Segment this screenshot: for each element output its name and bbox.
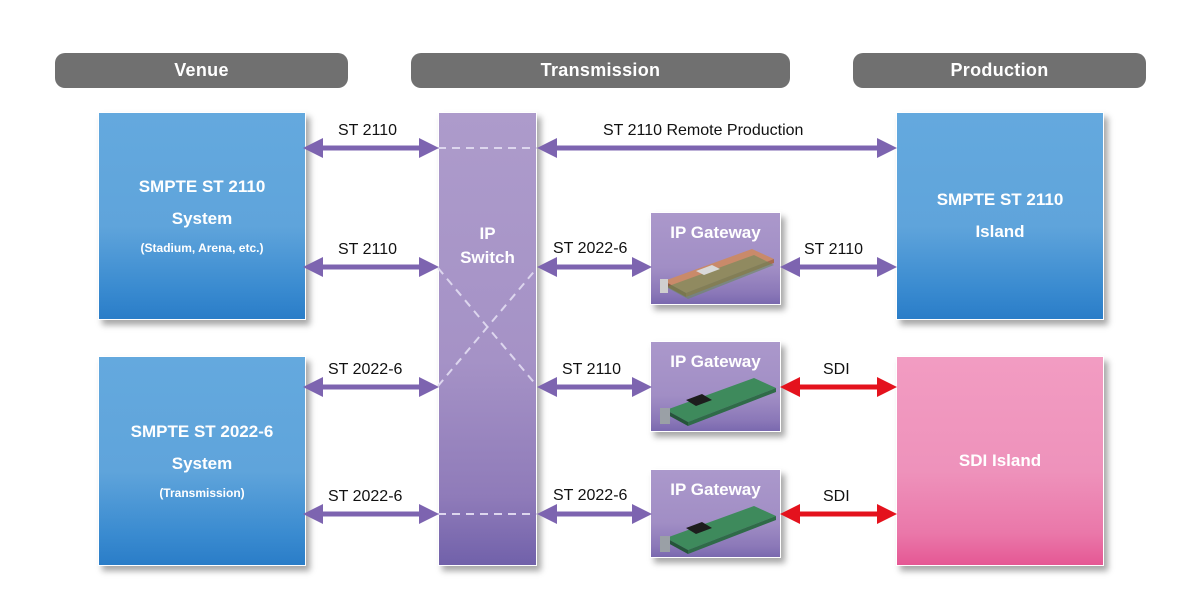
label-switch-gw1: ST 2022-6 bbox=[553, 240, 628, 257]
venue-st2110-title: SMPTE ST 2110 bbox=[138, 177, 266, 196]
copper-card-icon bbox=[660, 249, 774, 299]
ip-gateway-1: IP Gateway bbox=[650, 212, 781, 305]
header-production-label: Production bbox=[950, 60, 1049, 80]
header-production: Production bbox=[853, 53, 1146, 88]
header-transmission-label: Transmission bbox=[540, 60, 661, 80]
header-venue-label: Venue bbox=[174, 60, 229, 80]
label-switch-gw2: ST 2110 bbox=[562, 361, 622, 378]
venue-st2022-note: (Transmission) bbox=[159, 486, 245, 500]
venue-st2110-system-box: SMPTE ST 2110 System (Stadium, Arena, et… bbox=[98, 112, 306, 320]
ip-gateway-2: IP Gateway bbox=[650, 341, 781, 432]
green-pcb-card-icon bbox=[660, 506, 776, 554]
ip-gateway-2-title: IP Gateway bbox=[670, 352, 761, 371]
production-st2110-subtitle: Island bbox=[975, 222, 1025, 241]
ip-switch-box: IP Switch bbox=[438, 112, 537, 566]
header-transmission: Transmission bbox=[411, 53, 790, 88]
switch-path-cross-2 bbox=[437, 267, 538, 387]
production-st2110-title: SMPTE ST 2110 bbox=[936, 190, 1064, 209]
venue-st2022-6-system-box: SMPTE ST 2022-6 System (Transmission) bbox=[98, 356, 306, 566]
label-venue2-top: ST 2022-6 bbox=[328, 361, 403, 378]
label-remote-production: ST 2110 Remote Production bbox=[603, 122, 804, 139]
ip-switch-line1: IP bbox=[479, 224, 496, 243]
label-venue1-bottom: ST 2110 bbox=[338, 241, 398, 258]
ip-switch-line2: Switch bbox=[460, 248, 515, 267]
ip-gateway-3: IP Gateway bbox=[650, 469, 781, 558]
venue-st2110-subtitle: System bbox=[171, 209, 233, 228]
venue-st2022-title: SMPTE ST 2022-6 bbox=[130, 422, 274, 441]
production-st2110-island-box: SMPTE ST 2110 Island bbox=[896, 112, 1104, 320]
sdi-island-title: SDI Island bbox=[958, 451, 1042, 470]
switch-internal-paths bbox=[437, 147, 538, 515]
header-venue: Venue bbox=[55, 53, 348, 88]
label-gw3-sdi: SDI bbox=[823, 488, 850, 505]
production-sdi-island-box: SDI Island bbox=[896, 356, 1104, 566]
green-pcb-card-icon bbox=[660, 378, 776, 426]
label-venue1-top: ST 2110 bbox=[338, 122, 398, 139]
ip-gateway-3-title: IP Gateway bbox=[670, 480, 761, 499]
label-gw2-sdi: SDI bbox=[823, 361, 850, 378]
venue-st2022-subtitle: System bbox=[171, 454, 233, 473]
label-gw1-island: ST 2110 bbox=[804, 241, 864, 258]
venue-st2110-note: (Stadium, Arena, etc.) bbox=[140, 241, 264, 255]
ip-gateway-1-title: IP Gateway bbox=[670, 223, 761, 242]
label-switch-gw3: ST 2022-6 bbox=[553, 487, 628, 504]
label-venue2-bottom: ST 2022-6 bbox=[328, 488, 403, 505]
